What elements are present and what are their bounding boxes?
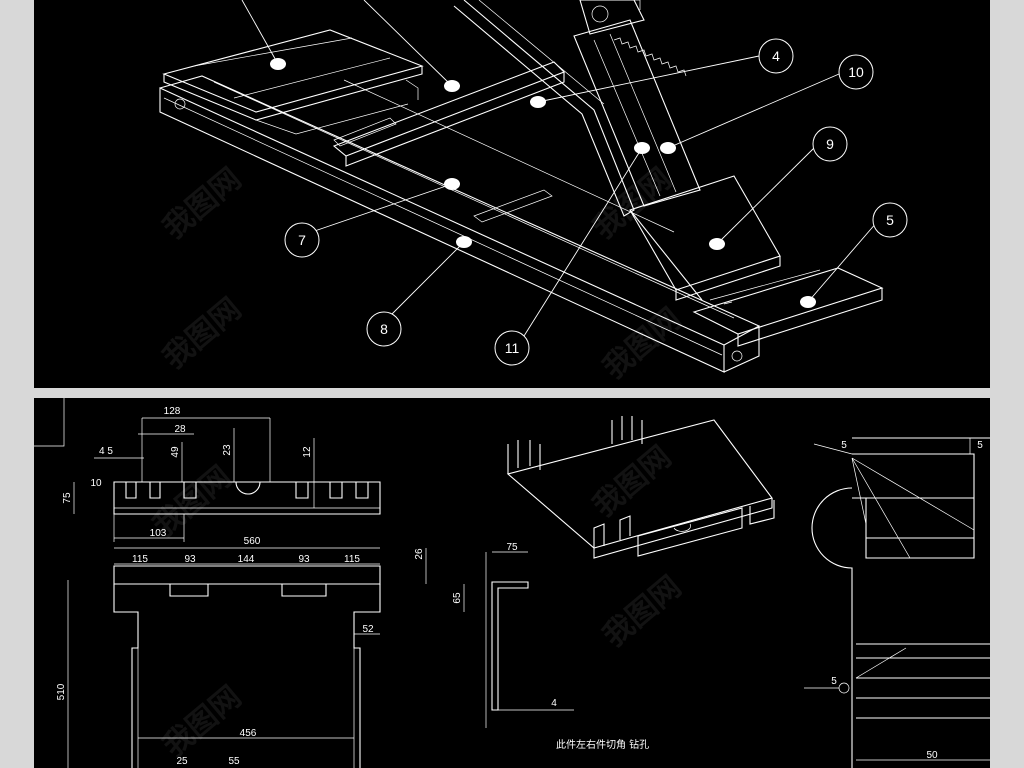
dim-560: 560 <box>244 536 261 547</box>
detail-view-right: 5 5 5 50 <box>804 437 990 768</box>
dim-52: 52 <box>362 624 374 635</box>
dim-5-top-left: 5 <box>841 440 847 451</box>
part-detail-drawing: 我图网 我图网 我图网 我图网 128 28 23 12 4 5 49 75 1… <box>34 398 990 768</box>
callout-dots <box>270 58 816 308</box>
callout-balloon-11: 11 <box>494 330 530 366</box>
callout-number: 11 <box>505 340 520 356</box>
callout-balloon-9: 9 <box>812 126 848 162</box>
callout-number: 10 <box>848 64 864 80</box>
dim-50: 50 <box>926 750 938 761</box>
callout-balloon-7: 7 <box>284 222 320 258</box>
watermark: 我图网 <box>157 161 248 246</box>
assembly-drawing: 我图网 我图网 我图网 我图网 <box>157 0 908 386</box>
right-plate <box>629 175 884 347</box>
plan-view: 560 115 93 144 93 115 26 65 52 510 456 2… <box>56 536 465 768</box>
fabrication-note: 此件左右件切角 钻孔 <box>556 738 649 751</box>
side-profile-view: 75 4 <box>485 542 574 728</box>
dim-10: 10 <box>90 478 102 489</box>
dim-144: 144 <box>238 554 255 565</box>
assembly-drawing-panel: 我图网 我图网 我图网 我图网 <box>34 0 990 388</box>
frame-corner <box>34 398 65 447</box>
callout-balloon-8: 8 <box>366 311 402 347</box>
dim-23: 23 <box>222 444 233 456</box>
callout-balloon-10: 10 <box>838 54 874 90</box>
dim-93-left: 93 <box>184 554 196 565</box>
watermark-group: 我图网 我图网 我图网 我图网 <box>157 161 688 386</box>
callout-number: 5 <box>886 212 894 228</box>
dim-5-top-right: 5 <box>977 440 983 451</box>
dim-5-mid: 5 <box>831 676 837 687</box>
dim-49: 49 <box>170 446 181 458</box>
callout-number: 9 <box>826 136 834 152</box>
lifting-column <box>573 0 701 207</box>
base-frame <box>159 75 760 373</box>
watermark: 我图网 <box>157 679 248 764</box>
left-plate <box>162 29 424 135</box>
dim-55: 55 <box>228 756 240 767</box>
dim-128: 128 <box>164 406 181 417</box>
dim-75-left: 75 <box>62 492 73 504</box>
dim-28: 28 <box>174 424 186 435</box>
dim-456: 456 <box>240 728 257 739</box>
callout-number: 8 <box>380 321 388 337</box>
scissor-arm-main <box>332 0 635 217</box>
dim-115-right: 115 <box>344 554 360 565</box>
dim-4-5: 4 5 <box>99 446 113 457</box>
dim-25: 25 <box>176 756 188 767</box>
watermark: 我图网 <box>597 569 688 654</box>
callout-balloon-4: 4 <box>758 38 794 74</box>
watermark-group: 我图网 我图网 我图网 我图网 <box>147 439 688 764</box>
edge-view: 128 28 23 12 4 5 49 75 10 103 <box>62 406 381 542</box>
dim-12: 12 <box>302 446 313 458</box>
dim-75-side: 75 <box>506 542 518 553</box>
callout-leaders <box>241 0 878 337</box>
dim-103: 103 <box>150 528 167 539</box>
watermark: 我图网 <box>157 291 248 376</box>
callout-balloon-5: 5 <box>872 202 908 238</box>
dim-510: 510 <box>56 683 67 700</box>
dim-4: 4 <box>551 698 557 709</box>
dim-65: 65 <box>452 592 463 604</box>
dim-115-left: 115 <box>132 554 148 565</box>
dim-93-right: 93 <box>298 554 310 565</box>
watermark: 我图网 <box>587 161 678 246</box>
callout-number: 4 <box>772 48 780 64</box>
watermark: 我图网 <box>587 439 678 524</box>
watermark: 我图网 <box>597 301 688 386</box>
callout-number: 7 <box>298 232 306 248</box>
part-detail-panel: 我图网 我图网 我图网 我图网 128 28 23 12 4 5 49 75 1… <box>34 398 990 768</box>
part-isometric <box>506 416 775 559</box>
dim-26: 26 <box>414 548 425 560</box>
